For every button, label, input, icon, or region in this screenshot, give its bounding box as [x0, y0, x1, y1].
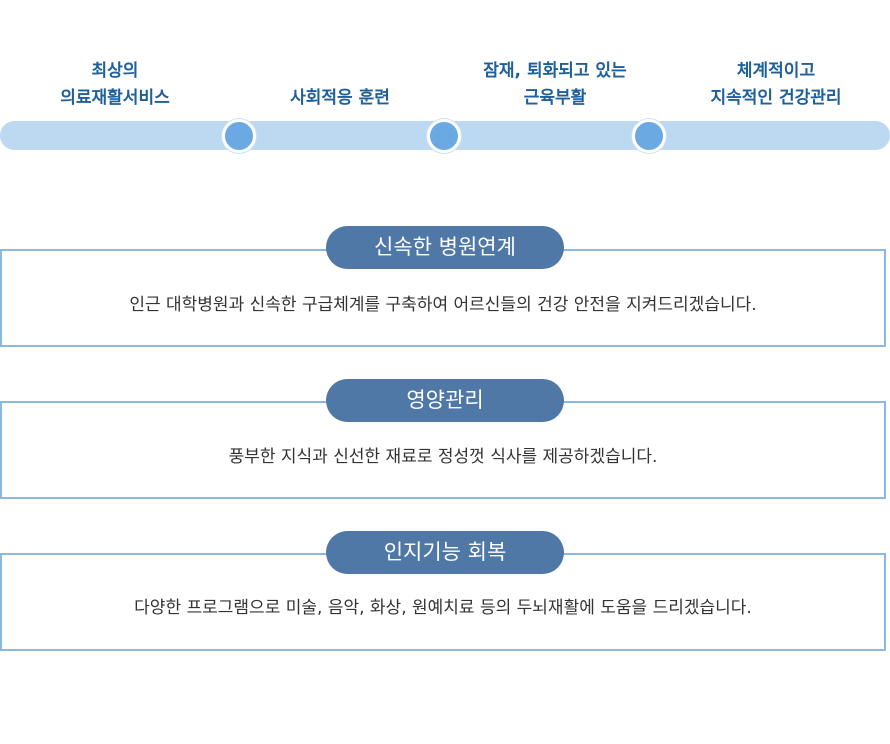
service-card-title: 신속한 병원연계 [326, 226, 564, 269]
service-card-description: 다양한 프로그램으로 미술, 음악, 화상, 원예치료 등의 두뇌재활에 도움을… [134, 598, 752, 618]
step-marker-2 [427, 119, 461, 153]
service-card-title: 영양관리 [326, 379, 564, 422]
step-label-2: 사회적응 훈련 [290, 88, 390, 108]
service-card-title: 인지기능 회복 [326, 531, 564, 574]
process-steps: 최상의 의료재활서비스 사회적응 훈련 잠재, 퇴화되고 있는 근육부활 체계적… [0, 0, 890, 160]
step-label-4: 체계적이고 지속적인 건강관리 [710, 61, 842, 108]
step-label-1: 최상의 의료재활서비스 [60, 61, 170, 108]
step-label-3: 잠재, 퇴화되고 있는 근육부활 [483, 61, 627, 108]
service-card-description: 풍부한 지식과 신선한 재료로 정성껏 식사를 제공하겠습니다. [228, 447, 658, 467]
service-card-description: 인근 대학병원과 신속한 구급체계를 구축하여 어르신들의 건강 안전을 지켜드… [129, 295, 757, 315]
step-marker-1 [222, 119, 256, 153]
step-marker-3 [632, 119, 666, 153]
